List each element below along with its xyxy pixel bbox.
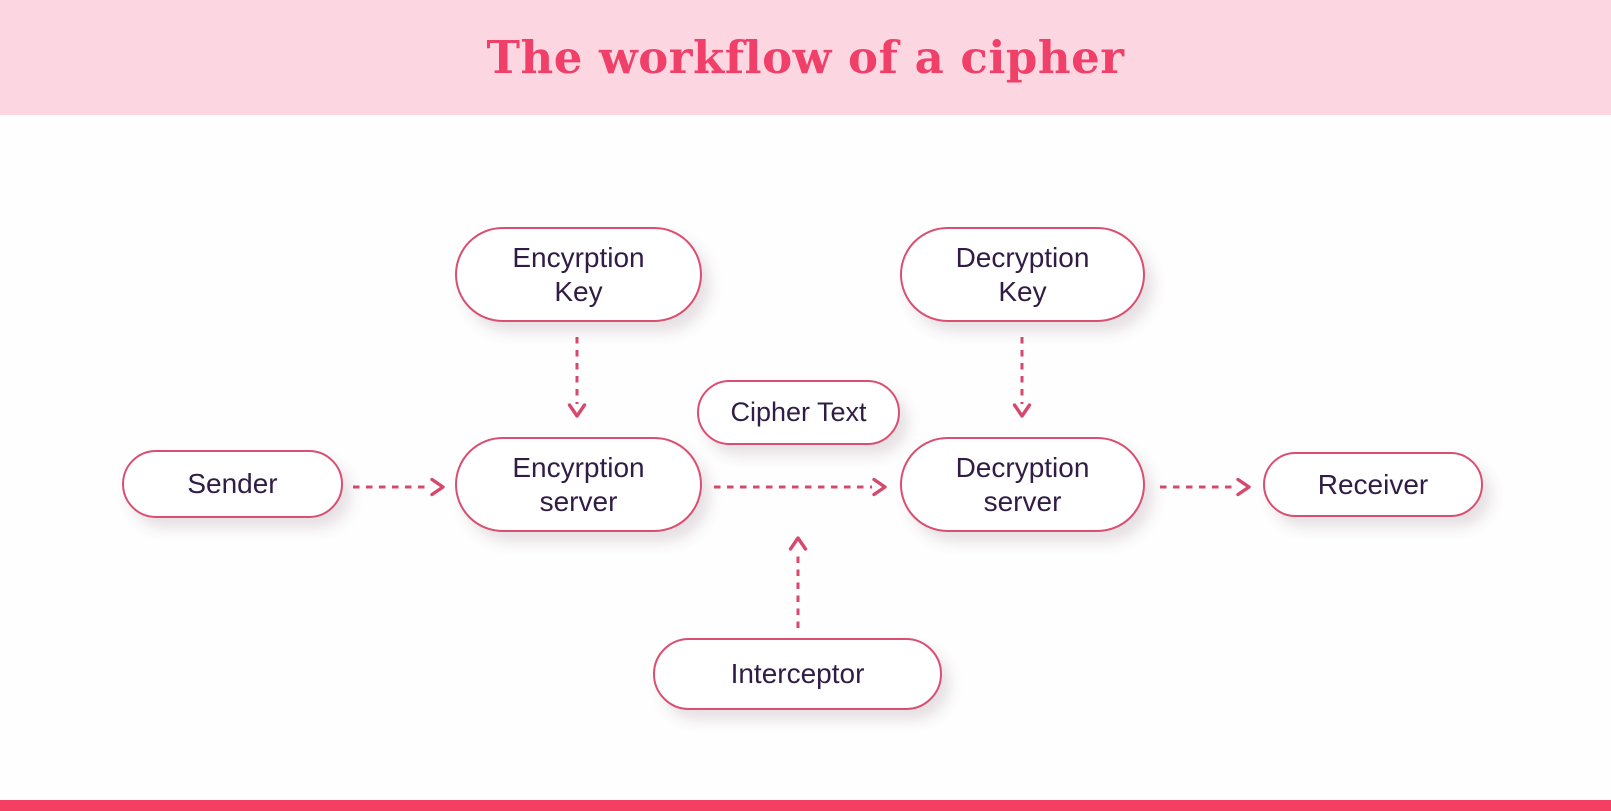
- node-decryption-key-label: Decryption Key: [955, 241, 1090, 307]
- node-sender-label: Sender: [187, 468, 278, 500]
- node-decryption-key: Decryption Key: [900, 227, 1145, 322]
- node-decryption-server-label: Decryption server: [955, 451, 1090, 517]
- node-encryption-server-label: Encyrption server: [512, 451, 645, 517]
- page-title: The workflow of a cipher: [486, 31, 1125, 84]
- node-encryption-key-label: Encyrption Key: [512, 241, 645, 307]
- node-interceptor-label: Interceptor: [730, 658, 865, 690]
- footer-accent-bar: [0, 800, 1611, 811]
- edge-decryption-server-to-receiver: [1160, 477, 1251, 497]
- node-interceptor: Interceptor: [653, 638, 942, 710]
- node-encryption-key: Encyrption Key: [455, 227, 702, 322]
- node-decryption-server: Decryption server: [900, 437, 1145, 532]
- node-sender: Sender: [122, 450, 343, 518]
- edge-decryption-key-to-decryption-server: [1012, 337, 1032, 418]
- edge-encryption-server-to-decryption-server: [714, 477, 887, 497]
- edge-interceptor-to-link: [788, 536, 808, 628]
- node-receiver: Receiver: [1263, 452, 1483, 517]
- header-band: The workflow of a cipher: [0, 0, 1611, 115]
- node-receiver-label: Receiver: [1317, 468, 1429, 500]
- edge-encryption-key-to-encryption-server: [567, 337, 587, 418]
- node-cipher-text: Cipher Text: [697, 380, 900, 445]
- edge-sender-to-encryption-server: [353, 477, 445, 497]
- node-cipher-text-label: Cipher Text: [730, 397, 867, 428]
- node-encryption-server: Encyrption server: [455, 437, 702, 532]
- diagram-area: Encyrption Key Decryption Key Sender Enc…: [0, 115, 1611, 800]
